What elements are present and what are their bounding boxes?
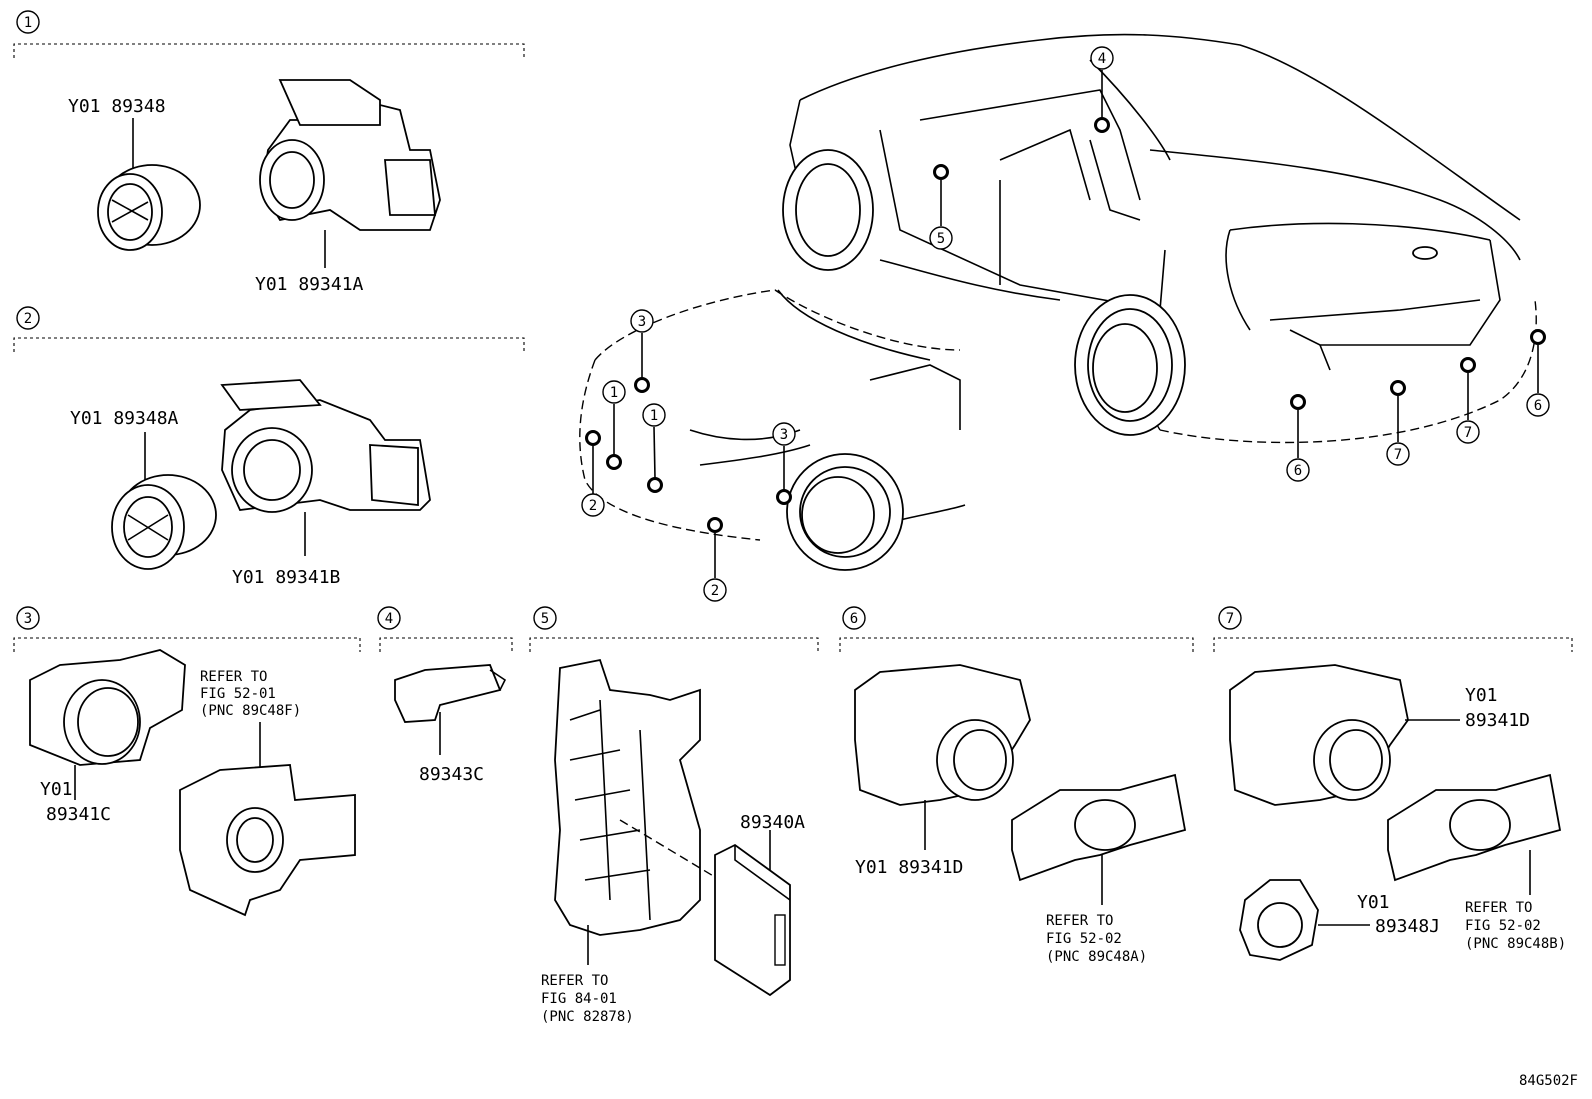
svg-text:7: 7 [1394, 447, 1402, 463]
group-3-number: 3 [24, 611, 32, 627]
part-y01-89341d-g7-line2[interactable]: 89341D [1465, 710, 1530, 731]
group-3-bracket [13, 637, 361, 652]
car-callout-2b[interactable]: 2 [703, 578, 727, 602]
ecu-89340a-drawing [714, 843, 791, 997]
module-89343c-drawing [394, 664, 507, 723]
part-y01-89341d-g7-line1[interactable]: Y01 [1465, 685, 1498, 706]
svg-text:1: 1 [610, 385, 618, 401]
part-89340a[interactable]: 89340A [740, 812, 805, 833]
sensor-89341d-drawing [854, 664, 1031, 806]
group-4-number: 4 [385, 611, 393, 627]
group-5-callout-circle [533, 606, 557, 630]
group-4-bracket [379, 637, 513, 652]
part-y01-89341d[interactable]: Y01 89341D [855, 857, 963, 878]
car-callout-1b[interactable]: 1 [642, 403, 666, 427]
bezel-89348j-drawing [1239, 879, 1319, 961]
svg-text:2: 2 [589, 498, 597, 514]
bracket-89c48b-drawing [1387, 773, 1562, 882]
part-y01-89348j-line2[interactable]: 89348J [1375, 916, 1440, 937]
part-y01-89348[interactable]: Y01 89348 [68, 96, 166, 117]
rear-car-illustration [782, 33, 1537, 444]
part-y01-89348j-line1[interactable]: Y01 [1357, 892, 1390, 913]
car-callout-6a[interactable]: 6 [1526, 393, 1550, 417]
group-7-ref-line3: (PNC 89C48B) [1465, 936, 1566, 952]
group-7-callout-circle [1218, 606, 1242, 630]
sensor-89341a-drawing [259, 79, 441, 231]
car-callouts: 1 1 2 2 3 3 4 5 [581, 46, 1550, 602]
group-3-ref-line3: (PNC 89C48F) [200, 703, 301, 719]
group-5-ref-line2: FIG 84-01 [541, 991, 617, 1007]
ecu-bracket-drawing [554, 658, 701, 936]
group-6-ref-line2: FIG 52-02 [1046, 931, 1122, 947]
group-6-ref-line3: (PNC 89C48A) [1046, 949, 1147, 965]
bezel-89348a-drawing [111, 474, 217, 570]
group-6-number: 6 [850, 611, 858, 627]
part-y01-89341a[interactable]: Y01 89341A [255, 274, 364, 295]
group-4: 4 89343C [377, 606, 513, 785]
group-1-callout-circle [16, 10, 40, 34]
sensor-89341c-drawing [29, 649, 186, 766]
group-7-ref-line2: FIG 52-02 [1465, 918, 1541, 934]
bracket-89c48a-drawing [1011, 773, 1187, 882]
group-3-ref-line1: REFER TO [200, 669, 267, 685]
car-callout-3b[interactable]: 3 [772, 422, 796, 446]
group-6-ref-line1: REFER TO [1046, 913, 1113, 929]
bezel-89348-drawing [97, 164, 201, 251]
svg-text:7: 7 [1464, 425, 1472, 441]
car-callout-3a[interactable]: 3 [630, 309, 654, 333]
car-callout-4[interactable]: 4 [1090, 46, 1114, 70]
front-car-illustration [579, 289, 966, 571]
group-5-ref-line3: (PNC 82878) [541, 1009, 634, 1025]
svg-text:4: 4 [1098, 51, 1106, 67]
group-7-number: 7 [1226, 611, 1234, 627]
group-2: 2 Y01 89348A Y01 89341B [13, 306, 525, 588]
group-6: 6 Y01 89341D REFER TO FIG 52-02 (PNC 89C… [839, 606, 1194, 965]
group-5-number: 5 [541, 611, 549, 627]
group-6-callout-circle [842, 606, 866, 630]
callout-leaders [592, 70, 1539, 578]
car-callout-7b[interactable]: 7 [1456, 420, 1480, 444]
group-7: 7 Y01 89341D REFER TO FIG 52-02 (PNC 89C… [1213, 606, 1573, 961]
svg-text:6: 6 [1294, 463, 1302, 479]
group-5-bracket [529, 637, 819, 652]
group-2-bracket [13, 337, 525, 352]
group-7-ref-line1: REFER TO [1465, 900, 1532, 916]
group-3-callout-circle [16, 606, 40, 630]
car-callout-2a[interactable]: 2 [581, 493, 605, 517]
part-y01-89348a[interactable]: Y01 89348A [70, 408, 179, 429]
svg-text:3: 3 [638, 314, 646, 330]
part-89343c[interactable]: 89343C [419, 764, 484, 785]
group-3-ref-line2: FIG 52-01 [200, 686, 276, 702]
diagram-id: 84G502F [1519, 1073, 1578, 1089]
sensor-location-dots [585, 117, 1546, 533]
group-1-number: 1 [24, 15, 32, 31]
group-1-bracket [13, 43, 525, 58]
sensor-89341d-g7-drawing [1229, 664, 1409, 806]
group-3: 3 Y01 89341C REFER TO FIG 52-01 (PNC 89C… [13, 606, 361, 917]
svg-text:3: 3 [780, 427, 788, 443]
group-7-bracket [1213, 637, 1573, 652]
group-6-bracket [839, 637, 1194, 652]
group-5: 5 89340A REFER TO FIG 84-01 (PNC 82878) [529, 606, 819, 1025]
car-callout-1a[interactable]: 1 [602, 380, 626, 404]
sensor-89341b-drawing [220, 379, 431, 513]
car-callout-7a[interactable]: 7 [1386, 442, 1410, 466]
svg-text:5: 5 [937, 231, 945, 247]
svg-text:6: 6 [1534, 398, 1542, 414]
car-callout-5[interactable]: 5 [929, 226, 953, 250]
part-y01-89341b[interactable]: Y01 89341B [232, 567, 340, 588]
car-callout-6b[interactable]: 6 [1286, 458, 1310, 482]
group-4-callout-circle [377, 606, 401, 630]
svg-text:2: 2 [711, 583, 719, 599]
part-y01-89341c-line2[interactable]: 89341C [46, 804, 111, 825]
group-1: 1 Y01 89348 Y01 89341A [13, 10, 525, 295]
group-2-callout-circle [16, 306, 40, 330]
group-5-ref-line1: REFER TO [541, 973, 608, 989]
svg-text:1: 1 [650, 408, 658, 424]
bracket-89c48f-drawing [179, 764, 356, 917]
group-2-number: 2 [24, 311, 32, 327]
part-y01-89341c-line1[interactable]: Y01 [40, 779, 73, 800]
